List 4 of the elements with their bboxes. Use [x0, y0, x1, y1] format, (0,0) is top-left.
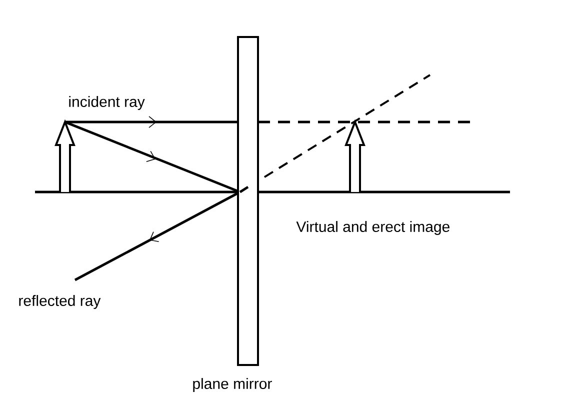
mirror-label: plane mirror — [193, 378, 272, 392]
ray-label: reflected ray — [19, 295, 101, 309]
ray-label: incident ray — [69, 96, 145, 110]
image-label: Virtual and erect image — [296, 221, 450, 235]
